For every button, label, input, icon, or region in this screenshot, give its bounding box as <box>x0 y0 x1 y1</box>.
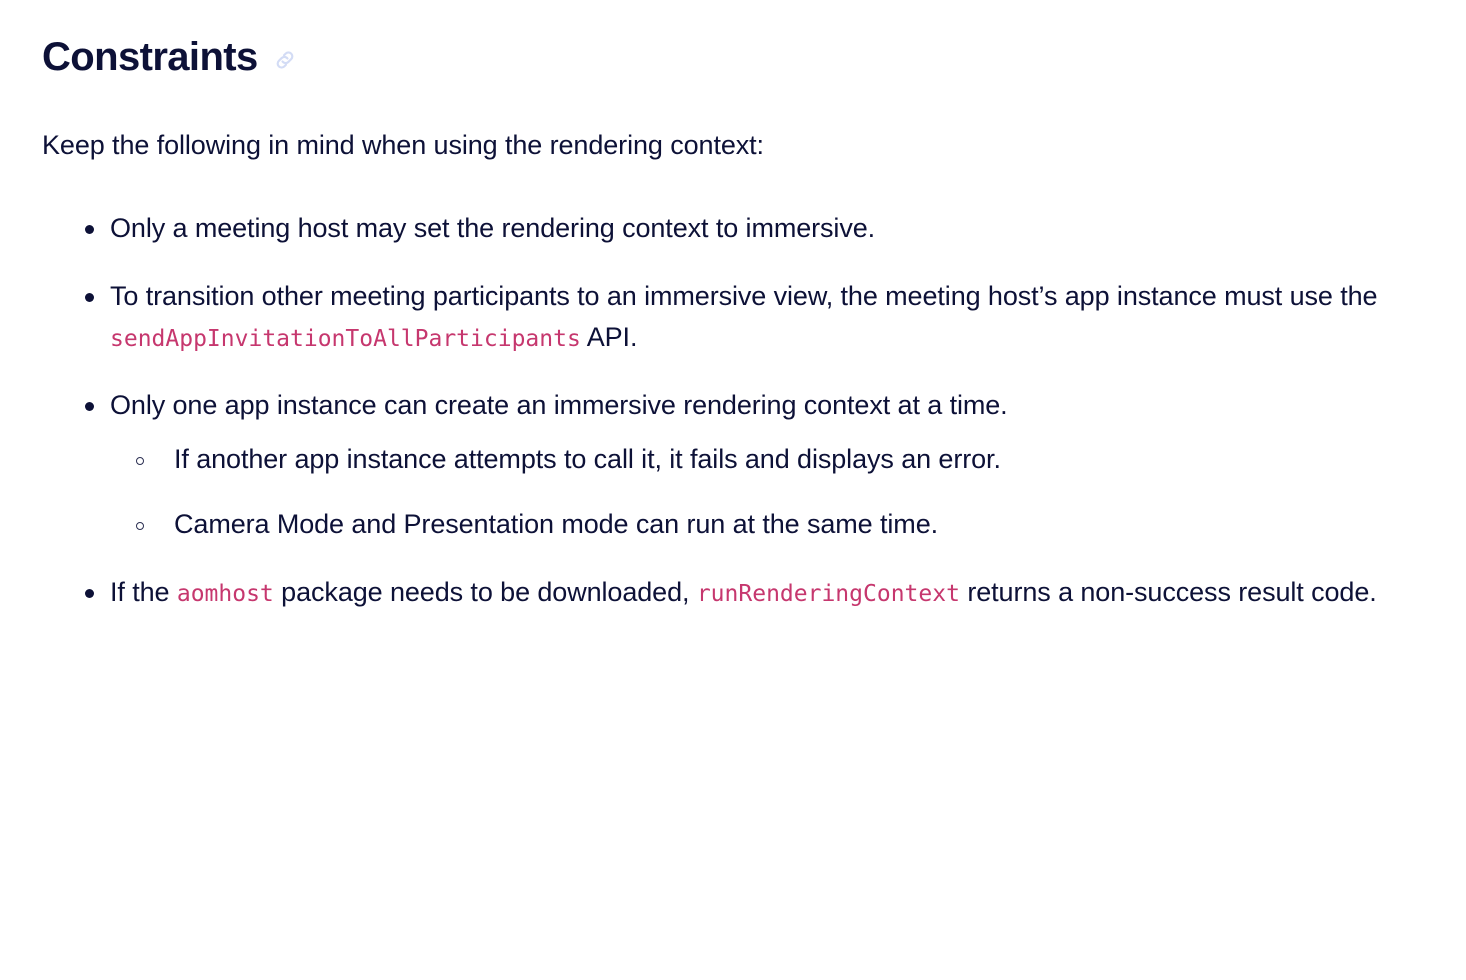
list-item: Only a meeting host may set the renderin… <box>42 208 1426 250</box>
sub-bullet-marker <box>136 522 144 531</box>
bullet-marker <box>85 225 94 235</box>
link-icon-glyph <box>276 51 294 69</box>
constraints-list: Only a meeting host may set the renderin… <box>42 208 1426 613</box>
page-title: Constraints <box>42 34 1426 80</box>
inline-code: sendAppInvitationToAllParticipants <box>110 326 581 353</box>
link-icon[interactable] <box>272 47 298 73</box>
bullet-marker <box>85 588 94 598</box>
bullet-marker <box>85 402 94 412</box>
sub-list-item: Camera Mode and Presentation mode can ru… <box>110 504 1426 546</box>
list-item-text: Only a meeting host may set the renderin… <box>110 213 876 244</box>
inline-code: aomhost <box>176 580 274 607</box>
list-item-text: To transition other meeting participants… <box>110 280 1378 353</box>
bullet-marker <box>85 292 94 302</box>
list-item-text: If the aomhost package needs to be downl… <box>110 576 1377 607</box>
list-item-text: Only one app instance can create an imme… <box>110 390 1008 421</box>
intro-paragraph: Keep the following in mind when using th… <box>42 130 764 160</box>
sub-list-item-text: Camera Mode and Presentation mode can ru… <box>174 509 939 540</box>
list-item: If the aomhost package needs to be downl… <box>42 572 1426 614</box>
sub-list-item: If another app instance attempts to call… <box>110 439 1426 481</box>
sub-list-item-text: If another app instance attempts to call… <box>174 443 1001 474</box>
inline-code: runRenderingContext <box>696 580 960 607</box>
sub-list: If another app instance attempts to call… <box>110 439 1426 546</box>
sub-bullet-marker <box>136 456 144 465</box>
list-item: Only one app instance can create an imme… <box>42 385 1426 546</box>
list-item: To transition other meeting participants… <box>42 276 1426 359</box>
section-heading-text: Constraints <box>42 35 258 79</box>
